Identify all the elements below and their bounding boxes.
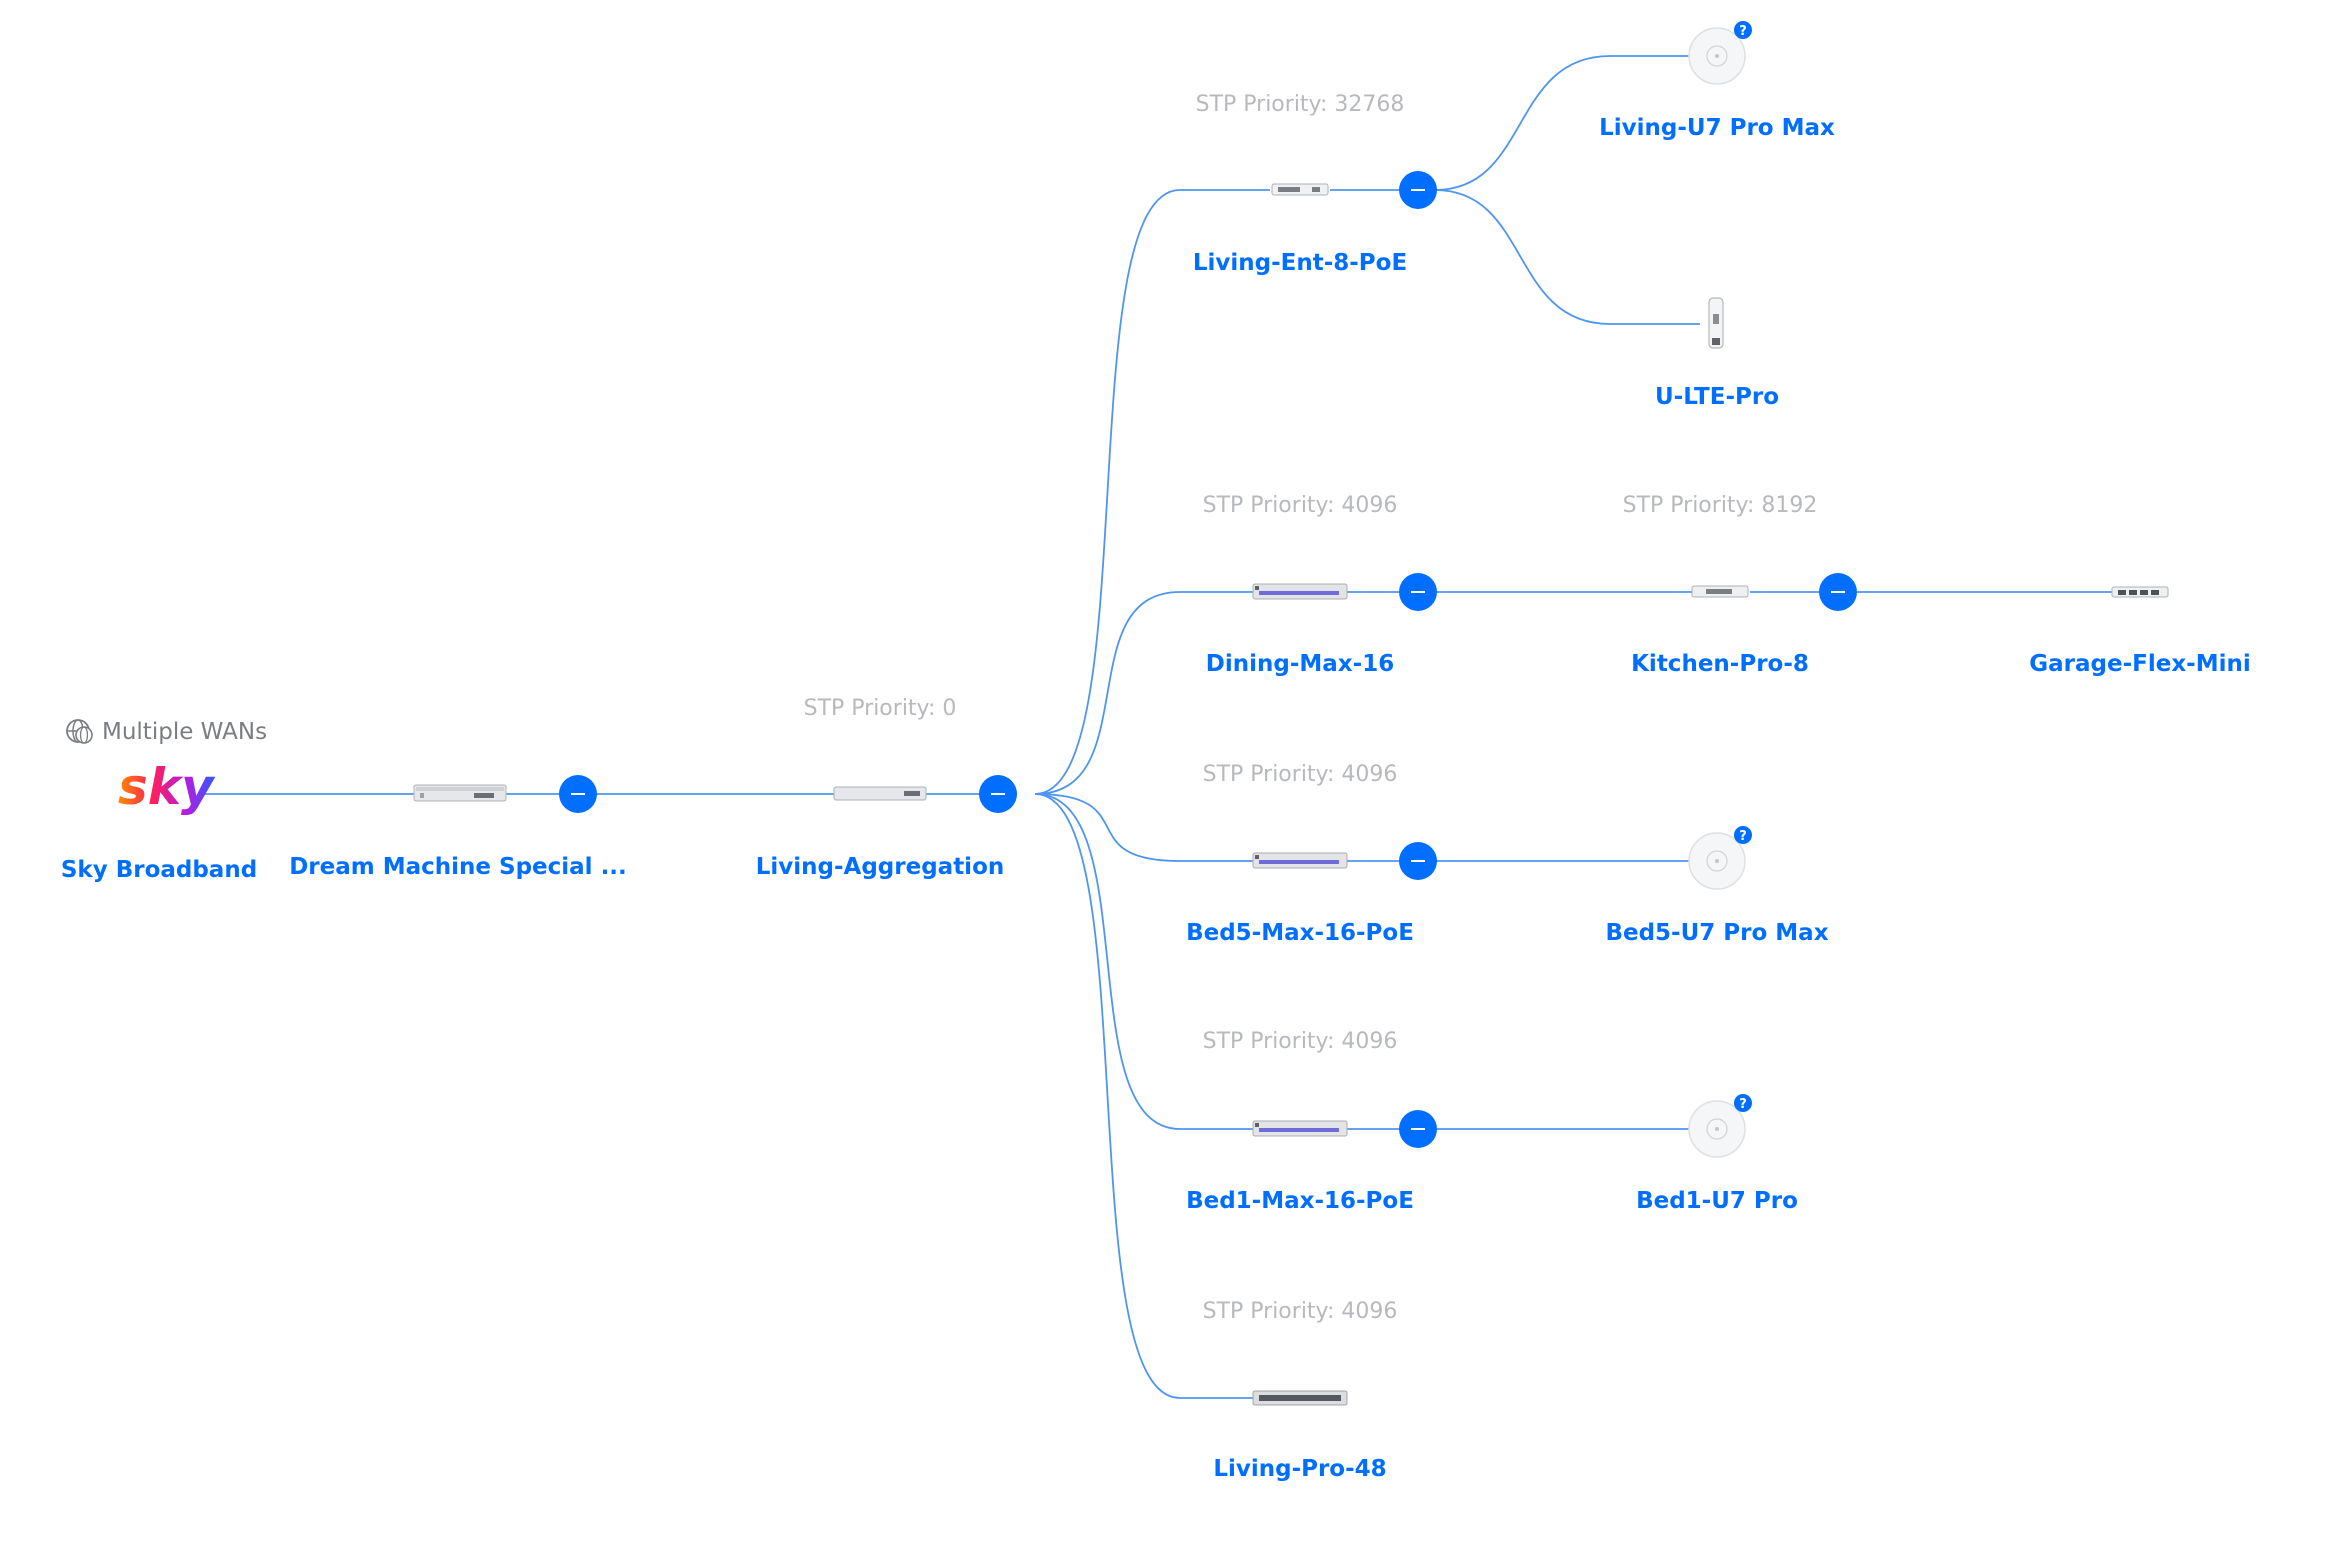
garage-label: Garage-Flex-Mini [2029, 651, 2250, 677]
stp-priority-pro48: STP Priority: 4096 [1203, 1299, 1398, 1324]
switch-device-icon [1691, 585, 1749, 598]
collapse-button-bed1[interactable] [1399, 1110, 1437, 1148]
sky-logo: sky [118, 758, 216, 816]
collapse-button-dream[interactable] [559, 775, 597, 813]
node-dining-max-16[interactable]: STP Priority: 4096 Dining-Max-16 [1203, 493, 1398, 677]
link-agg-bed1 [1034, 793, 1270, 1130]
svg-text:?: ? [1739, 24, 1747, 39]
switch-device-icon [1252, 1120, 1348, 1137]
dream-label: Dream Machine Special ... [289, 854, 627, 880]
topology-links [200, 55, 2120, 1399]
pro48-label: Living-Pro-48 [1213, 1456, 1386, 1482]
svg-text:?: ? [1739, 829, 1747, 844]
bed5ap-label: Bed5-U7 Pro Max [1605, 920, 1828, 946]
link-agg-pro48 [1034, 793, 1270, 1399]
unadopted-badge-icon: ? [1734, 1094, 1752, 1112]
node-bed1-u7-pro[interactable]: ? Bed1-U7 Pro [1636, 1094, 1798, 1214]
link-ent8-lte [1434, 189, 1700, 325]
node-living-ent-8-poe[interactable]: STP Priority: 32768 Living-Ent-8-PoE [1193, 92, 1407, 276]
gateway-device-icon [413, 784, 507, 802]
unadopted-badge-icon: ? [1734, 826, 1752, 844]
collapse-button-bed5[interactable] [1399, 842, 1437, 880]
switch-device-icon [1252, 583, 1348, 600]
stp-priority-bed1: STP Priority: 4096 [1203, 1029, 1398, 1054]
link-agg-ent8 [1034, 189, 1270, 795]
switch-device-icon [1252, 852, 1348, 869]
access-point-icon [1688, 1100, 1746, 1158]
stp-priority-kitchen: STP Priority: 8192 [1623, 493, 1818, 518]
bed5-label: Bed5-Max-16-PoE [1186, 920, 1414, 946]
wan-label: Multiple WANs [102, 719, 267, 745]
lte-device-icon [1708, 297, 1724, 349]
collapse-button-dining[interactable] [1399, 573, 1437, 611]
access-point-icon [1688, 832, 1746, 890]
node-living-u7-pro-max[interactable]: ? Living-U7 Pro Max [1599, 21, 1835, 141]
switch-device-icon [1252, 1390, 1348, 1406]
access-point-icon [1688, 27, 1746, 85]
unadopted-badge-icon: ? [1734, 21, 1752, 39]
dining-label: Dining-Max-16 [1206, 651, 1394, 677]
agg-label: Living-Aggregation [756, 854, 1005, 880]
globe-icon [66, 719, 93, 744]
stp-priority-agg: STP Priority: 0 [804, 696, 957, 721]
isp-label: Sky Broadband [61, 857, 257, 883]
lte-label: U-LTE-Pro [1655, 384, 1779, 410]
node-sky-broadband[interactable]: sky Sky Broadband [61, 758, 257, 883]
node-garage-flex-mini[interactable]: Garage-Flex-Mini [2029, 586, 2251, 677]
node-kitchen-pro-8[interactable]: STP Priority: 8192 Kitchen-Pro-8 [1623, 493, 1818, 677]
node-living-aggregation[interactable]: STP Priority: 0 Living-Aggregation [756, 696, 1005, 880]
stp-priority-bed5: STP Priority: 4096 [1203, 762, 1398, 787]
link-ent8-u7max [1434, 55, 1700, 191]
svg-text:?: ? [1739, 1097, 1747, 1112]
node-bed5-u7-pro-max[interactable]: ? Bed5-U7 Pro Max [1605, 826, 1829, 946]
switch-device-icon [1271, 183, 1329, 196]
wan-indicator: Multiple WANs [66, 719, 267, 745]
node-bed5-max-16-poe[interactable]: STP Priority: 4096 Bed5-Max-16-PoE [1186, 762, 1414, 946]
kitchen-label: Kitchen-Pro-8 [1631, 651, 1809, 677]
bed1ap-label: Bed1-U7 Pro [1636, 1188, 1798, 1214]
ent8-label: Living-Ent-8-PoE [1193, 250, 1407, 276]
mini-switch-icon [2111, 586, 2169, 598]
node-bed1-max-16-poe[interactable]: STP Priority: 4096 Bed1-Max-16-PoE [1186, 1029, 1414, 1214]
collapse-button-kitchen[interactable] [1819, 573, 1857, 611]
u7max-label: Living-U7 Pro Max [1599, 115, 1835, 141]
stp-priority-dining: STP Priority: 4096 [1203, 493, 1398, 518]
collapse-button-agg[interactable] [979, 775, 1017, 813]
collapse-button-ent8[interactable] [1399, 171, 1437, 209]
link-agg-dining [1034, 591, 1270, 795]
stp-priority-ent8: STP Priority: 32768 [1196, 92, 1405, 117]
switch-device-icon [833, 786, 927, 801]
link-agg-bed5 [1034, 793, 1270, 862]
bed1-label: Bed1-Max-16-PoE [1186, 1188, 1414, 1214]
node-living-pro-48[interactable]: STP Priority: 4096 Living-Pro-48 [1203, 1299, 1398, 1482]
node-u-lte-pro[interactable]: U-LTE-Pro [1655, 297, 1779, 410]
node-dream-machine[interactable]: Dream Machine Special ... [289, 784, 627, 880]
